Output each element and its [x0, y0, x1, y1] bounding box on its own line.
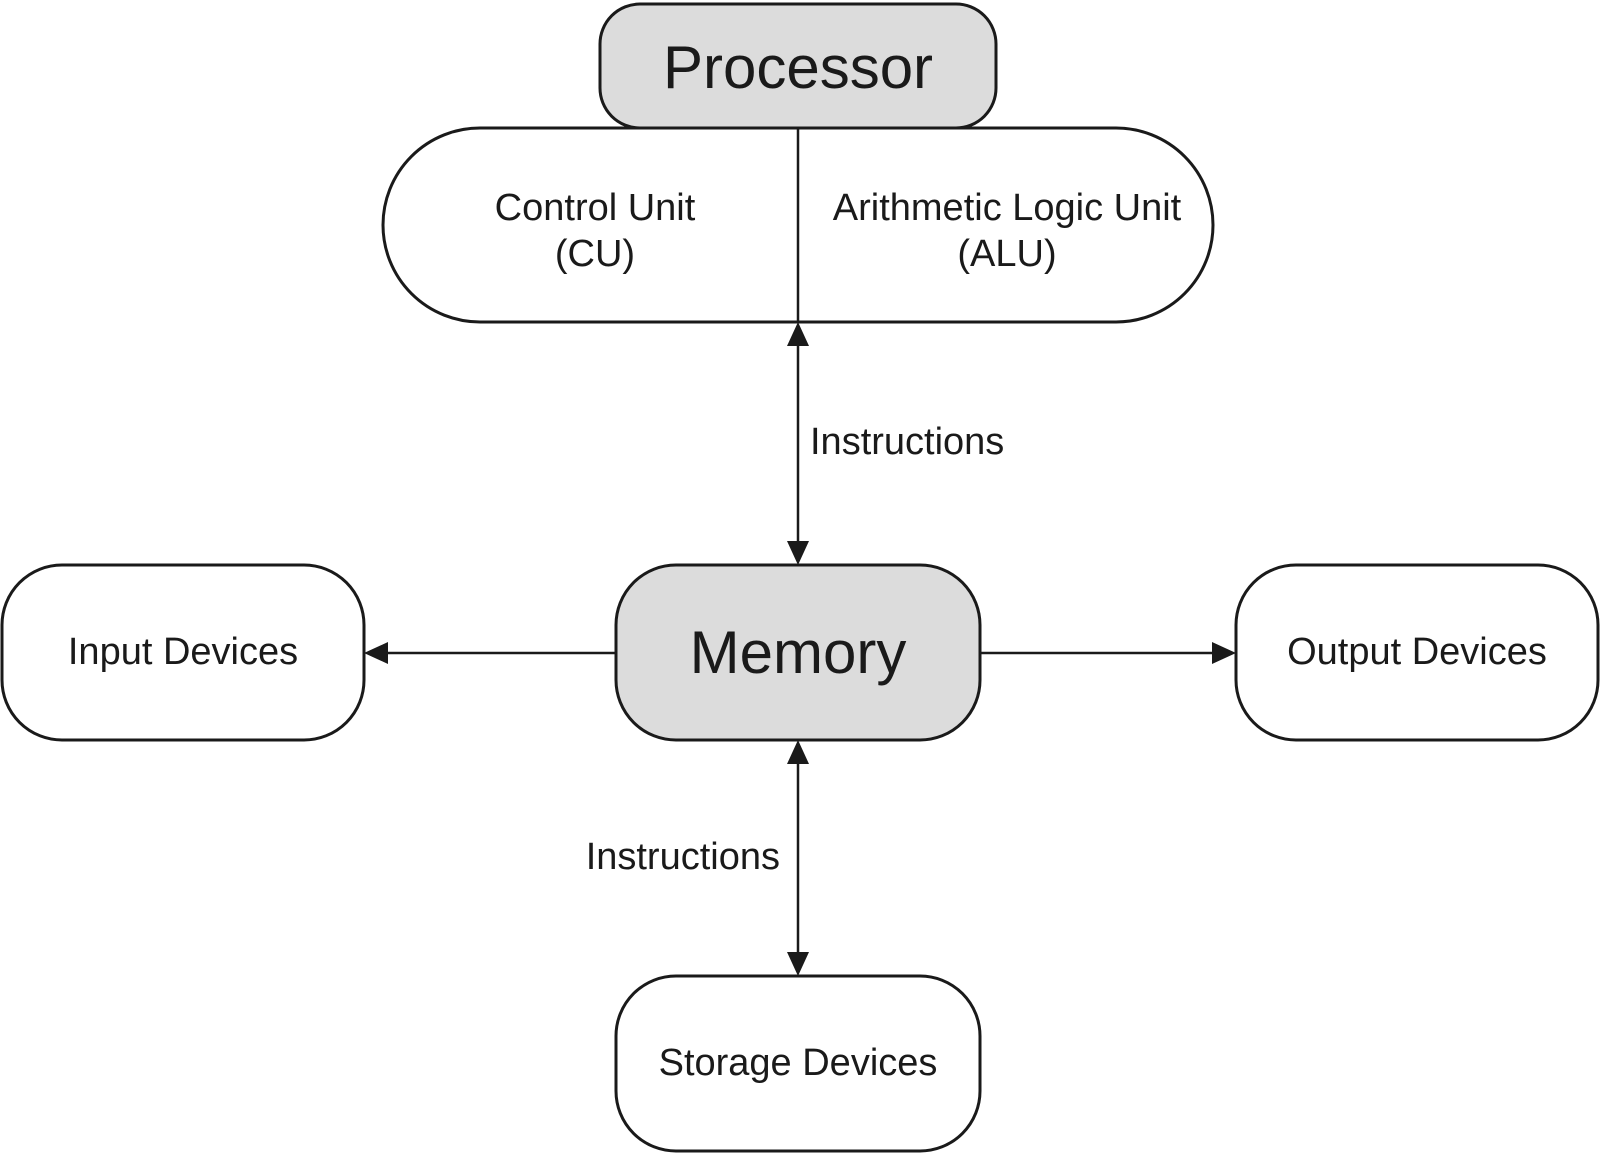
arrowhead-right-output: [1212, 642, 1236, 664]
processor-box: [598, 2, 998, 130]
arrowhead-down-memory: [787, 541, 809, 565]
output-devices-label: Output Devices: [1287, 631, 1547, 673]
alu-label: Arithmetic Logic Unit: [833, 187, 1182, 229]
input-devices-box: [0, 563, 366, 742]
control-unit-label: Control Unit: [495, 187, 696, 229]
input-devices-label: Input Devices: [68, 631, 298, 673]
output-devices-box: [1234, 563, 1600, 742]
alu-abbr: (ALU): [957, 233, 1056, 275]
arrowhead-left-input: [364, 642, 388, 664]
arrowhead-up-memory: [787, 740, 809, 764]
memory-label: Memory: [690, 619, 907, 686]
storage-devices-label: Storage Devices: [659, 1042, 938, 1084]
processor-label: Processor: [663, 34, 933, 101]
arrowhead-up-processor: [787, 322, 809, 346]
arrowhead-down-storage: [787, 952, 809, 976]
processor-memory-instructions-label: Instructions: [810, 421, 1004, 463]
control-unit-abbr: (CU): [555, 233, 635, 275]
storage-devices-box: [614, 974, 982, 1153]
memory-storage-instructions-label: Instructions: [586, 836, 780, 878]
